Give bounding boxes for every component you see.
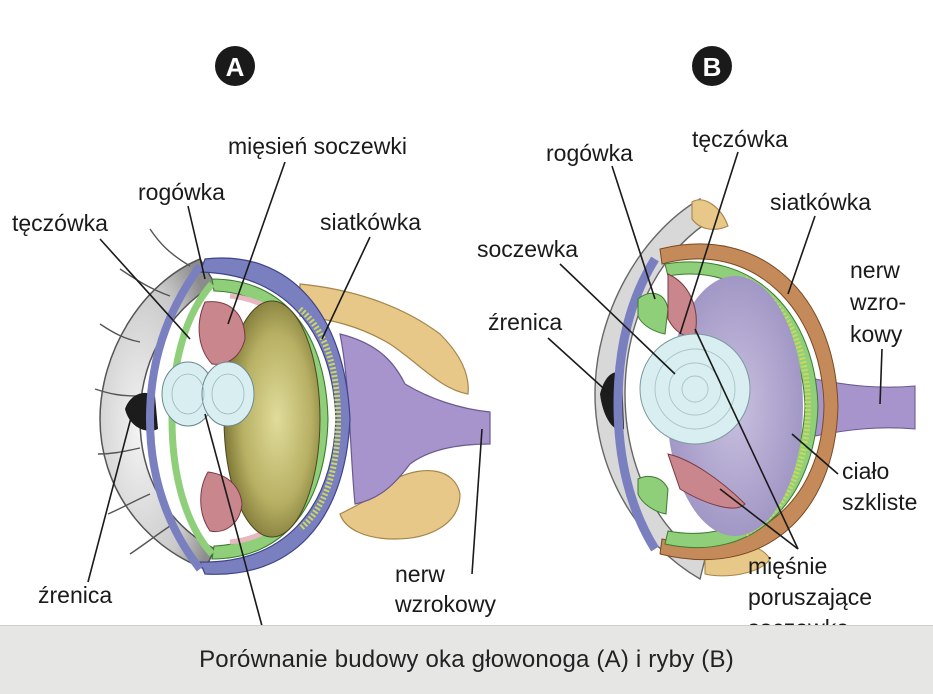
label-b-miesnie-1: mięśnie — [748, 553, 827, 579]
badge-b-text: B — [703, 52, 722, 82]
panel-a: A mięsień — [12, 46, 496, 652]
label-b-miesnie-2: poruszające — [748, 584, 872, 610]
label-b-cialo-1: ciało — [842, 458, 889, 484]
label-b-siatkowka: siatkówka — [770, 189, 871, 215]
cartilage-b-top — [692, 200, 728, 230]
lens-a — [162, 362, 254, 426]
label-a-nerw-2: wzrokowy — [394, 591, 496, 617]
label-b-teczowka: tęczówka — [692, 126, 788, 152]
badge-a: A — [215, 46, 255, 86]
label-b-cialo-2: szkliste — [842, 489, 917, 515]
label-b-zrenica: źrenica — [488, 309, 562, 335]
label-a-siatkowka: siatkówka — [320, 209, 421, 235]
iris-b — [638, 293, 668, 334]
label-b-rogowka: rogówka — [546, 140, 633, 166]
badge-a-text: A — [226, 52, 245, 82]
label-b-nerw-2: wzro- — [849, 289, 906, 315]
badge-b: B — [692, 46, 732, 86]
label-a-zrenica: źrenica — [38, 582, 112, 608]
label-a-nerw-1: nerw — [395, 561, 445, 587]
label-b-soczewka: soczewka — [477, 236, 578, 262]
label-a-miesien: mięsień soczewki — [228, 133, 407, 159]
caption-bar: Porównanie budowy oka głowonoga (A) i ry… — [0, 625, 933, 694]
label-b-nerw-3: kowy — [850, 321, 903, 347]
panel-b: B rogówka tęczówka — [477, 46, 917, 641]
label-a-teczowka: tęczówka — [12, 210, 108, 236]
label-a-rogowka: rogówka — [138, 179, 225, 205]
figure-caption: Porównanie budowy oka głowonoga (A) i ry… — [199, 646, 734, 674]
lens-b — [640, 334, 750, 444]
label-b-nerw-1: nerw — [850, 257, 900, 283]
